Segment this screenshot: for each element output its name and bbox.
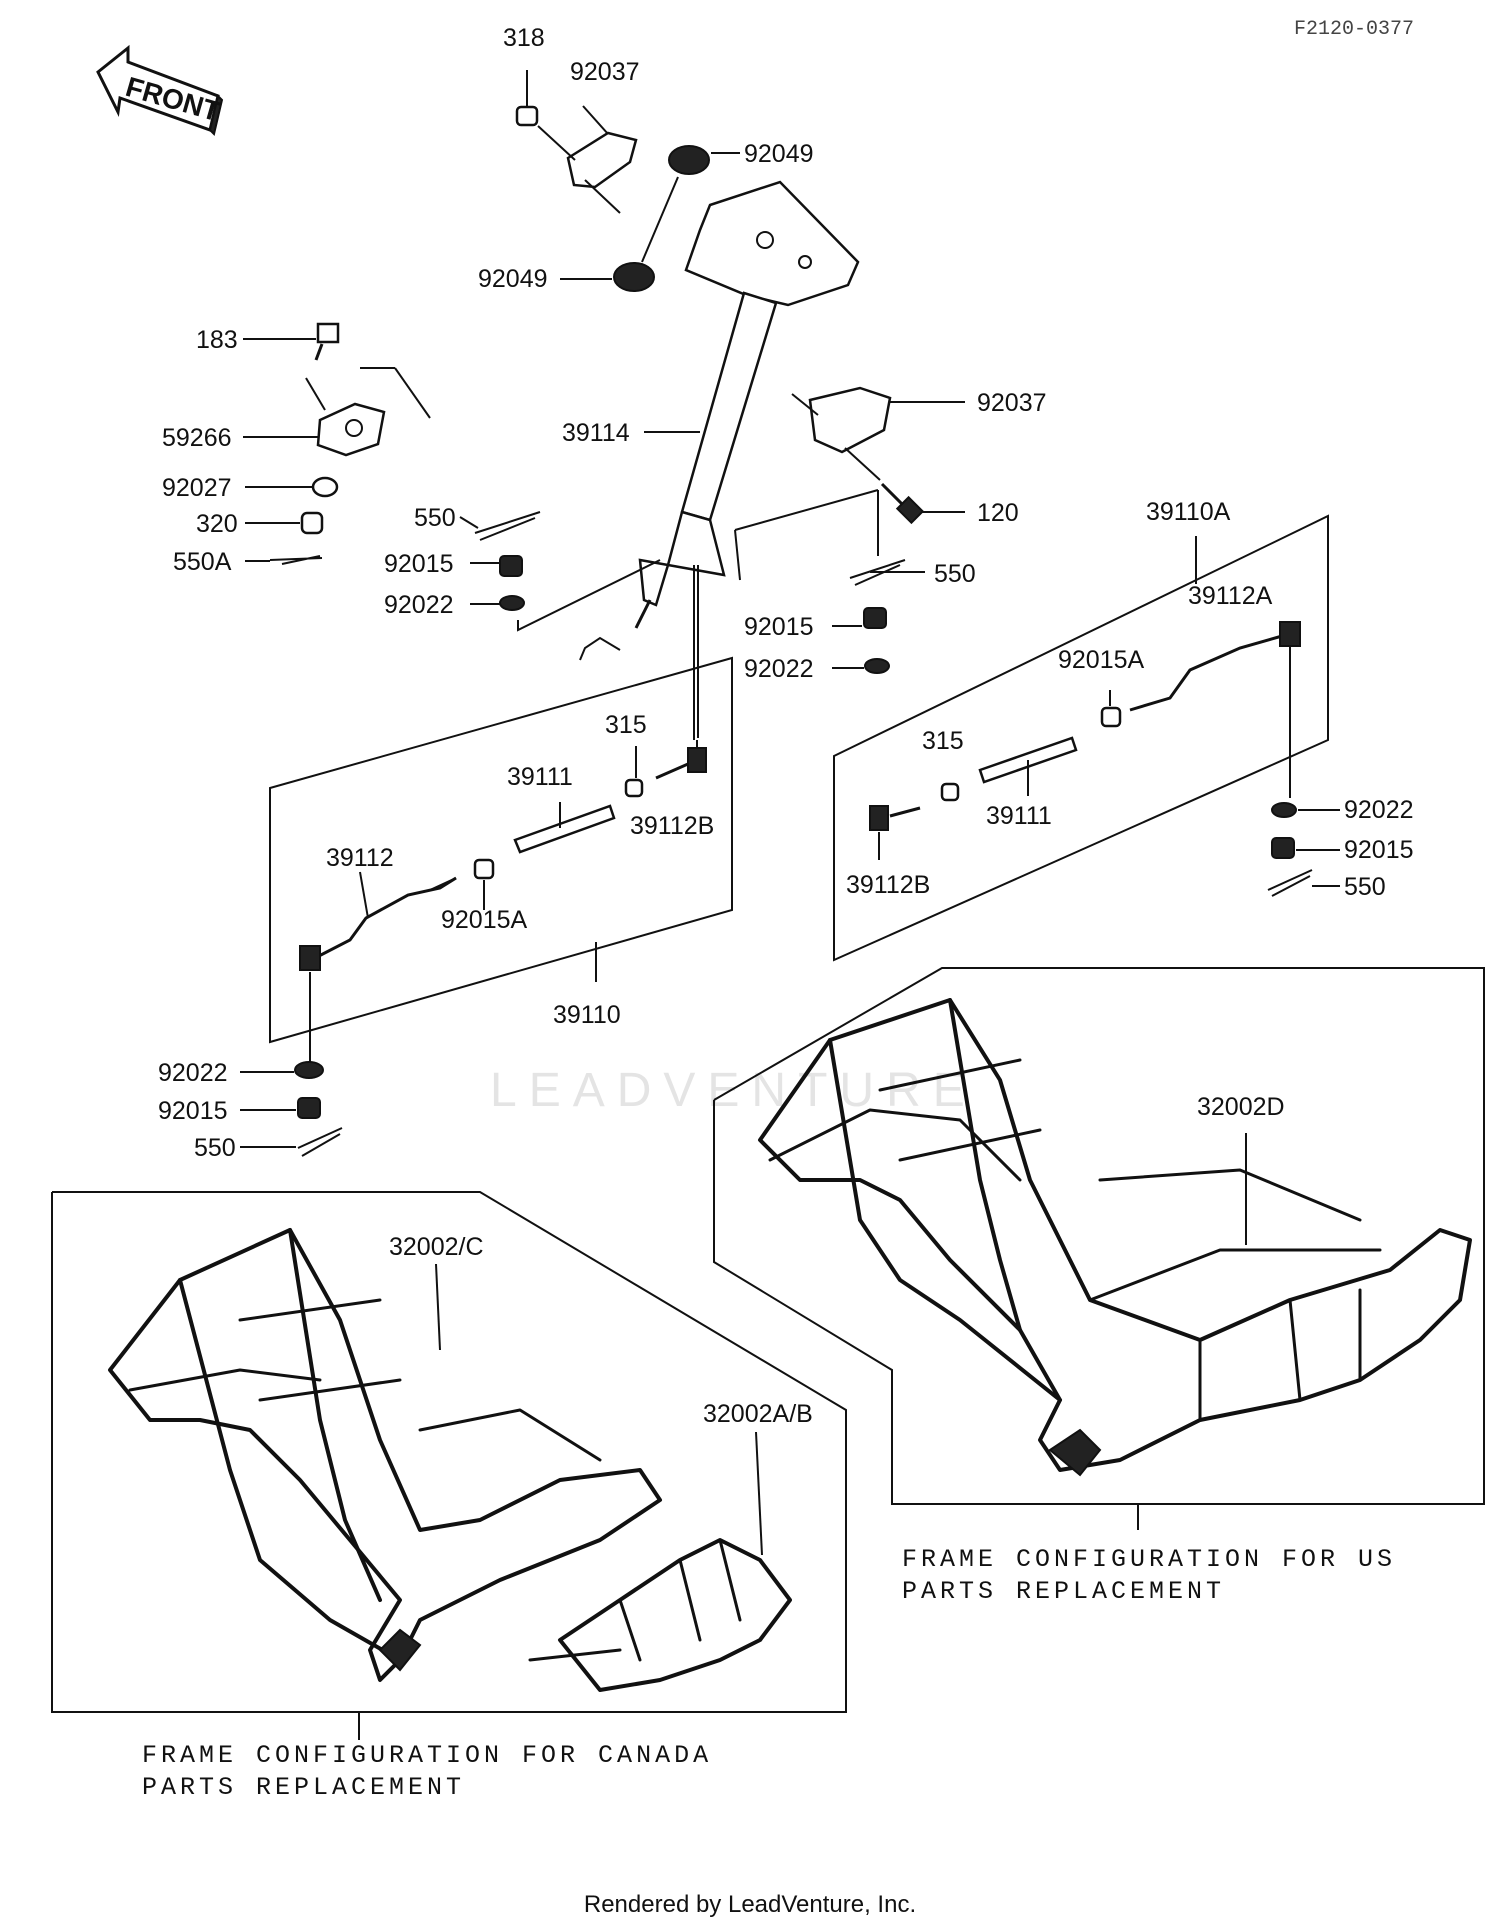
label-92022-right: 92022 [1344, 796, 1414, 824]
tie-rod-end-39112B-right [889, 806, 921, 818]
label-550-bot: 550 [194, 1134, 236, 1162]
cotter-pin-550-right [1267, 869, 1313, 897]
clamp-92037-top [566, 131, 638, 189]
nut-92015-right [1271, 837, 1295, 859]
part-labels: 318 92037 92049 92049 183 59266 92027 32… [158, 24, 1414, 1428]
tie-rod-end-39112B-left [655, 762, 689, 780]
tie-rod-end-39112A [1129, 634, 1283, 712]
label-32002D: 32002D [1197, 1093, 1285, 1121]
bolt-120 [895, 495, 925, 525]
label-318: 318 [503, 24, 545, 52]
steering-shaft-39114 [680, 291, 778, 522]
label-92022-mid: 92022 [744, 655, 814, 683]
label-92049-top: 92049 [744, 140, 814, 168]
frame-us-32002D [713, 967, 1485, 1530]
label-92022-bot: 92022 [158, 1059, 228, 1087]
label-39112B-left: 39112B [630, 812, 714, 840]
nut-320 [300, 511, 324, 535]
nut-315-right [940, 782, 960, 802]
label-550-mid: 550 [934, 560, 976, 588]
washer-92027 [311, 476, 339, 498]
label-92027: 92027 [162, 474, 232, 502]
label-92049-mid: 92049 [478, 265, 548, 293]
nut-315-left [624, 778, 644, 798]
washer-92022-mid [864, 658, 890, 674]
label-39111-right: 39111 [986, 802, 1052, 830]
bolt-183 [316, 322, 340, 344]
label-39110: 39110 [553, 1001, 621, 1029]
bushing-92049-top [668, 145, 710, 175]
label-315-left: 315 [605, 711, 647, 739]
bracket-59266 [316, 402, 386, 457]
label-120: 120 [977, 499, 1019, 527]
label-92015-bot: 92015 [158, 1097, 228, 1125]
tie-rod-box-right [833, 514, 1329, 962]
label-92015-left: 92015 [384, 550, 454, 578]
tie-rod-end-39112-left [314, 876, 457, 960]
label-39112B-right: 39112B [846, 871, 930, 899]
bushing-92049-mid [613, 262, 655, 292]
caption-canada-line1: FRAME CONFIGURATION FOR CANADA [142, 1741, 712, 1770]
label-183: 183 [196, 326, 238, 354]
steering-shaft-group [243, 70, 965, 740]
label-92015-mid: 92015 [744, 613, 814, 641]
nut-92015A-left [473, 858, 495, 880]
cotter-pin-550-bot [297, 1127, 343, 1157]
cotter-pin-550-mid [849, 559, 906, 586]
label-39112-left: 39112 [326, 844, 394, 872]
washer-92022-bot [294, 1061, 324, 1079]
caption-canada-line2: PARTS REPLACEMENT [142, 1773, 465, 1802]
caption-us-line2: PARTS REPLACEMENT [902, 1577, 1225, 1606]
washer-92022-left [499, 595, 525, 611]
label-39110A: 39110A [1146, 498, 1231, 526]
tie-rod-box-left [269, 656, 733, 1044]
label-92037-top: 92037 [570, 58, 640, 86]
label-92015A-left: 92015A [441, 906, 528, 934]
clamp-92037-right [808, 386, 892, 454]
label-92022-left: 92022 [384, 591, 454, 619]
washer-92022-right [1271, 802, 1297, 818]
nut-92015-left [499, 555, 523, 577]
frame-section-32002AB [558, 1538, 792, 1692]
nut-92015-mid [863, 607, 887, 629]
nut-318 [515, 105, 539, 127]
cotter-pin-550A [269, 555, 323, 565]
label-320: 320 [196, 510, 238, 538]
label-39111-left: 39111 [507, 763, 573, 791]
label-39114: 39114 [562, 419, 630, 447]
tie-rod-assembly-39110A [833, 514, 1340, 962]
footer-credit: Rendered by LeadVenture, Inc. [583, 1891, 917, 1918]
nut-92015A-right [1100, 706, 1122, 728]
adjuster-rod-39111-left [513, 804, 616, 854]
front-arrow-icon: FRONT [96, 44, 224, 136]
canada-frame-box [51, 1191, 847, 1713]
label-315-right: 315 [922, 727, 964, 755]
label-550-left: 550 [414, 504, 456, 532]
watermark-text: LEADVENTURE [490, 1064, 977, 1117]
label-59266: 59266 [162, 424, 232, 452]
label-32002AB: 32002A/B [703, 1400, 813, 1428]
label-550A: 550A [173, 548, 232, 576]
label-92037-right: 92037 [977, 389, 1047, 417]
diagram-reference-code: F2120-0377 [1294, 18, 1415, 41]
us-frame-box [713, 967, 1485, 1505]
tie-rod-assembly-39110 [240, 565, 733, 1157]
nut-92015-bot [297, 1097, 321, 1119]
label-550-right: 550 [1344, 873, 1386, 901]
label-92015-right: 92015 [1344, 836, 1414, 864]
cotter-pin-550-left [474, 511, 541, 541]
captions: FRAME CONFIGURATION FOR US PARTS REPLACE… [142, 1545, 1396, 1802]
label-39112A: 39112A [1188, 582, 1273, 610]
label-92015A-right: 92015A [1058, 646, 1145, 674]
caption-us-line1: FRAME CONFIGURATION FOR US [902, 1545, 1396, 1574]
label-32002C: 32002/C [389, 1233, 484, 1261]
frame-canada-32002C [51, 1191, 847, 1740]
